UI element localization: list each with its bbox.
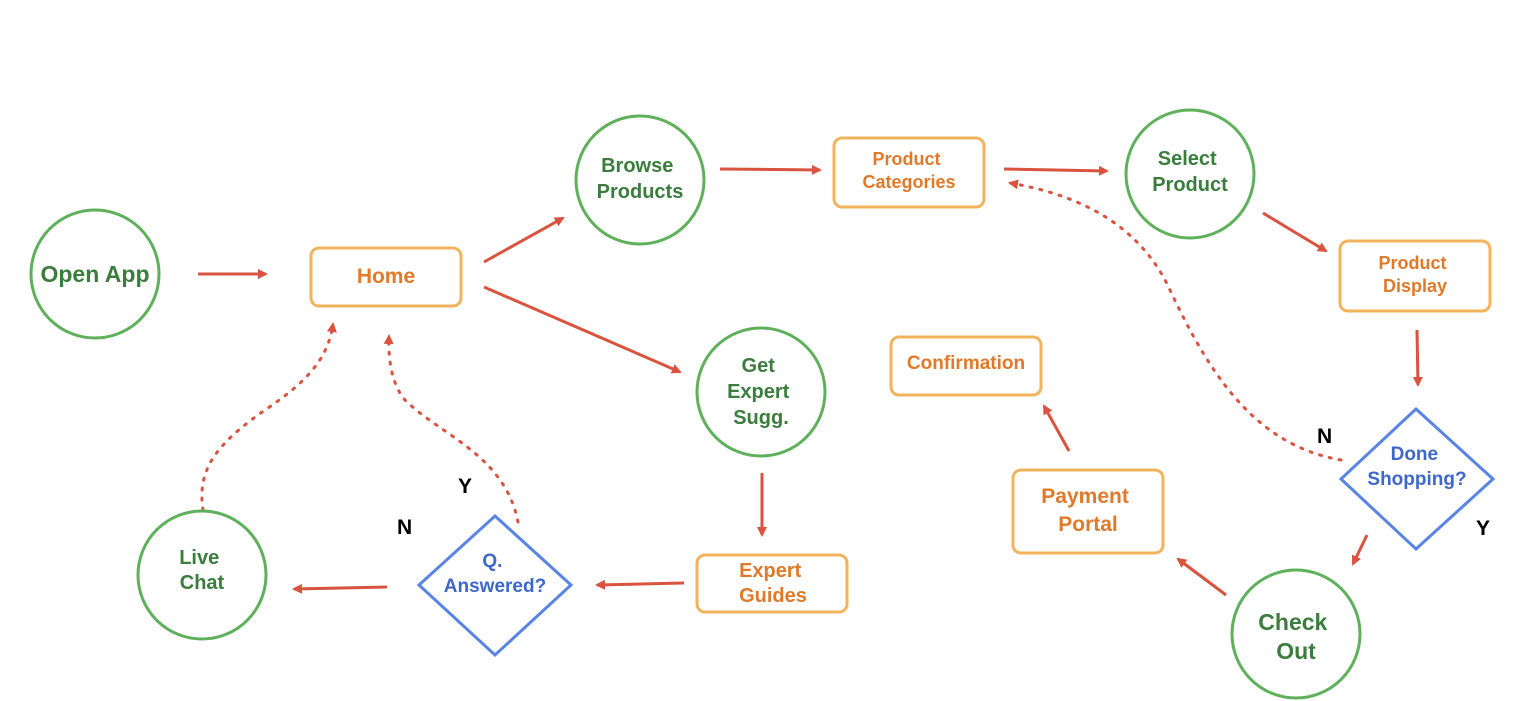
- svg-text:Browse Products: Browse Products: [597, 155, 684, 203]
- label-done-shopping-n: N: [1317, 425, 1332, 448]
- node-product-categories-label-line1: Product: [872, 149, 940, 169]
- svg-text:Live Chat: Live Chat: [179, 547, 225, 594]
- node-q-answered-label-line1: Q.: [482, 551, 502, 572]
- svg-text:Product Categories: Product Categories: [862, 149, 955, 192]
- edge-q-answered-to-live-chat: [292, 583, 388, 594]
- edge-payment-to-confirmation: [1042, 404, 1071, 452]
- node-q-answered-label-line2: Answered?: [444, 576, 546, 597]
- node-payment-portal-label-line2: Portal: [1058, 513, 1118, 536]
- edge-browse-to-categories: [719, 164, 822, 175]
- svg-text:Check Out: Check Out: [1258, 609, 1333, 664]
- node-live-chat: Live Chat: [136, 509, 268, 641]
- edge-done-shopping-to-categories-dotted: [1008, 179, 1343, 462]
- edge-home-to-browse-products: [483, 216, 565, 264]
- node-open-app-label: Open App: [40, 261, 149, 287]
- edge-q-answered-to-home-dotted: [383, 334, 520, 524]
- edge-categories-to-select-product: [1003, 165, 1109, 176]
- node-check-out-label-line1: Check: [1258, 609, 1327, 635]
- node-get-expert-label-line2: Expert: [727, 381, 790, 403]
- edge-check-out-to-payment: [1176, 557, 1227, 597]
- svg-text:Open App: Open App: [40, 261, 149, 287]
- node-expert-guides-label-line1: Expert: [739, 560, 802, 582]
- node-done-shopping: Done Shopping?: [1338, 406, 1496, 552]
- node-live-chat-label-line2: Chat: [180, 572, 225, 594]
- node-select-product-label-line2: Product: [1152, 174, 1228, 196]
- node-select-product: Select Product: [1124, 108, 1256, 240]
- svg-text:Home: Home: [357, 265, 415, 288]
- node-product-categories-shape: [832, 136, 986, 209]
- node-get-expert-label-line1: Get: [742, 355, 776, 377]
- node-done-shopping-shape: [1338, 406, 1496, 552]
- svg-text:Expert Guides: Expert Guides: [739, 560, 807, 607]
- node-expert-guides-shape: [695, 553, 849, 614]
- node-confirmation: Confirmation: [889, 335, 1043, 397]
- node-browse-products-label-line1: Browse: [601, 155, 673, 177]
- node-browse-products-shape: [574, 114, 706, 246]
- node-product-categories: Product Categories: [832, 136, 986, 209]
- node-expert-guides: Expert Guides: [695, 553, 849, 614]
- node-expert-guides-label-line2: Guides: [739, 585, 807, 607]
- edges: [198, 164, 1423, 597]
- node-confirmation-shape: [889, 335, 1043, 397]
- node-browse-products: Browse Products: [574, 114, 706, 246]
- label-q-answered-y: Y: [458, 475, 472, 498]
- node-home-shape: [309, 246, 463, 308]
- node-open-app: Open App: [29, 208, 161, 340]
- label-q-answered-n: N: [397, 516, 412, 539]
- node-check-out-label-line2: Out: [1276, 638, 1316, 664]
- node-live-chat-shape: [136, 509, 268, 641]
- node-live-chat-label-line1: Live: [179, 547, 219, 569]
- node-q-answered-shape: [416, 513, 574, 658]
- edge-expert-guides-to-q-answered: [595, 579, 685, 590]
- svg-text:Payment Portal: Payment Portal: [1041, 485, 1134, 536]
- svg-text:Done Shopping?: Done Shopping?: [1367, 444, 1466, 490]
- svg-text:Q. Answered?: Q. Answered?: [444, 551, 546, 597]
- svg-text:Confirmation: Confirmation: [907, 353, 1025, 374]
- node-payment-portal-label-line1: Payment: [1041, 485, 1129, 508]
- node-product-display-label-line1: Product: [1378, 253, 1446, 273]
- node-get-expert-sugg: Get Expert Sugg.: [695, 326, 827, 458]
- label-done-shopping-y: Y: [1476, 517, 1490, 540]
- node-home: Home: [309, 246, 463, 308]
- node-product-display-shape: [1338, 239, 1492, 313]
- node-check-out: Check Out: [1230, 568, 1362, 700]
- edge-display-to-done-shopping: [1412, 329, 1423, 387]
- svg-text:Product Display: Product Display: [1378, 253, 1451, 296]
- node-select-product-label-line1: Select: [1158, 148, 1217, 170]
- node-check-out-shape: [1230, 568, 1362, 700]
- node-confirmation-label: Confirmation: [907, 353, 1025, 374]
- node-get-expert-sugg-shape: [695, 326, 827, 458]
- node-home-label: Home: [357, 265, 415, 288]
- node-payment-portal: Payment Portal: [1011, 468, 1165, 555]
- edge-done-shopping-to-check-out: [1351, 534, 1369, 566]
- node-product-categories-label-line2: Categories: [862, 172, 955, 192]
- node-payment-portal-shape: [1011, 468, 1165, 555]
- edge-live-chat-to-home-dotted: [200, 322, 337, 512]
- node-get-expert-label-line3: Sugg.: [733, 407, 789, 429]
- node-product-display: Product Display: [1338, 239, 1492, 313]
- node-done-shopping-label-line1: Done: [1391, 444, 1439, 465]
- edge-select-product-to-display: [1262, 211, 1328, 253]
- node-open-app-shape: [29, 208, 161, 340]
- node-product-display-label-line2: Display: [1383, 276, 1447, 296]
- svg-text:Get Expert Sugg.: Get Expert Sugg.: [727, 355, 795, 429]
- svg-text:Select Product: Select Product: [1152, 148, 1228, 196]
- edge-home-to-get-expert: [483, 285, 682, 374]
- node-select-product-shape: [1124, 108, 1256, 240]
- node-q-answered: Q. Answered?: [416, 513, 574, 658]
- node-done-shopping-label-line2: Shopping?: [1367, 469, 1466, 490]
- node-browse-products-label-line2: Products: [597, 181, 684, 203]
